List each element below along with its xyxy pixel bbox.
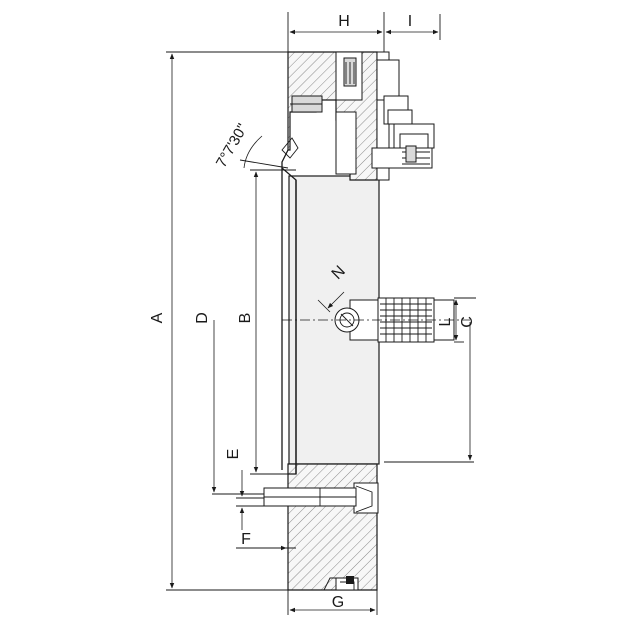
upper-slot [335,111,357,175]
dimension-lines [169,29,473,613]
label-e: E [225,449,242,460]
label-b: B [237,313,254,324]
label-g: G [332,594,344,611]
upper-section-hatch [287,51,378,181]
label-a: A [149,312,166,323]
label-d: D [194,312,211,324]
label-c: C [459,316,476,328]
top-jaw-assembly [343,51,435,181]
angle-arc [243,135,263,169]
label-h: H [338,13,350,30]
lower-bolt-head-recess [353,482,379,514]
label-f: F [241,531,251,548]
label-i: I [408,13,412,30]
dim-n-line [327,291,345,309]
label-angle: 7°7'30" [213,121,252,171]
label-l: L [437,317,454,326]
